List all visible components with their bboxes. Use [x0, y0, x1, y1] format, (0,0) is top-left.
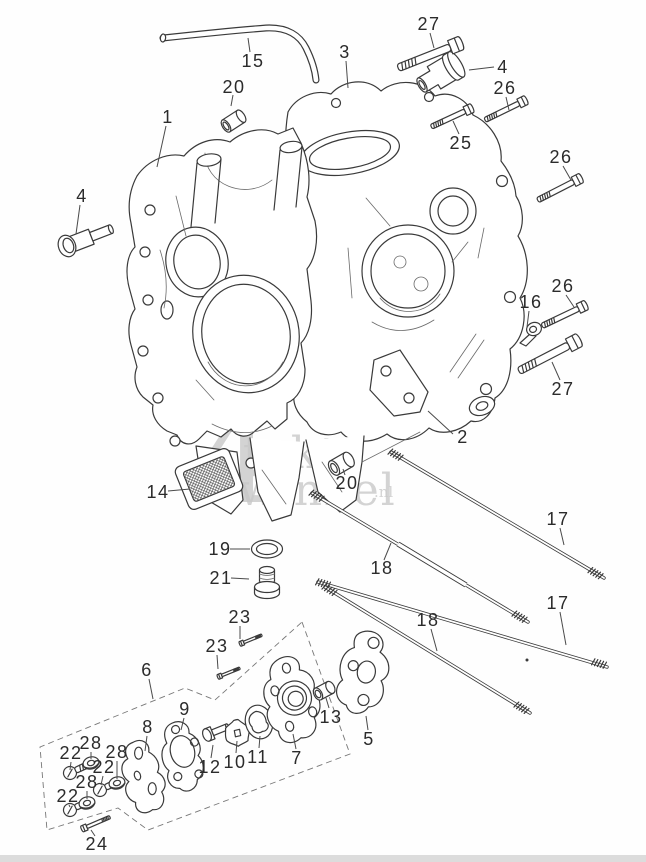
callout-14: 14	[146, 482, 169, 502]
stud-17-upper	[387, 447, 606, 581]
scan-edge-bar	[0, 855, 646, 862]
watermark-nl: .nl	[374, 483, 393, 501]
callout-11: 11	[247, 747, 269, 767]
callout-22-a: 22	[59, 743, 82, 763]
callout-8: 8	[142, 717, 154, 737]
callout-3: 3	[339, 42, 351, 62]
callout-26-c: 26	[551, 276, 574, 296]
callout-4-right: 4	[497, 57, 509, 77]
dowel-pin-20-bottom	[327, 451, 355, 476]
cylinder-spigot-bore	[192, 274, 300, 394]
callout-2: 2	[457, 427, 469, 447]
pump-body-7	[263, 656, 321, 744]
callout-17-upper: 17	[546, 509, 569, 529]
callout-19: 19	[208, 539, 231, 559]
callout-21: 21	[209, 568, 232, 588]
callout-16: 16	[519, 292, 542, 312]
speck	[525, 658, 529, 662]
drain-plug-21	[253, 565, 281, 600]
pump-gasket-9	[161, 721, 204, 792]
pump-group-boundary-6	[39, 621, 351, 831]
crank-bearing-bore	[361, 224, 455, 318]
crankcase-right-half	[278, 81, 528, 513]
callout-18-lower: 18	[416, 610, 439, 630]
breather-tube-15	[159, 24, 320, 84]
callout-27-top: 27	[417, 14, 440, 34]
callout-28-b: 28	[105, 742, 128, 762]
callout-23-upper: 23	[228, 607, 251, 627]
callout-28-a: 28	[79, 733, 102, 753]
callout-15: 15	[241, 51, 264, 71]
dowel-pin-20-top	[220, 109, 247, 133]
callout-4-left: 4	[76, 186, 88, 206]
callout-13: 13	[319, 707, 342, 727]
callout-7: 7	[291, 748, 303, 768]
callout-1: 1	[162, 107, 174, 127]
callout-6: 6	[141, 660, 153, 680]
callout-20-bottom: 20	[335, 473, 358, 493]
callout-18-upper: 18	[370, 558, 393, 578]
callout-12: 12	[198, 757, 221, 777]
callout-23-lower: 23	[205, 636, 228, 656]
callout-22-c: 22	[56, 786, 79, 806]
stud-18-lower	[321, 582, 532, 715]
gasket-5	[336, 630, 390, 714]
callout-28-c: 28	[75, 772, 98, 792]
oil-screen-14	[174, 448, 244, 510]
stud-18-upper	[308, 488, 530, 624]
callouts: 15 20 1 4 27 3 4 26 25 26 26 16 27 2 20 …	[56, 14, 574, 854]
callout-27-bottom: 27	[551, 379, 574, 399]
callout-24: 24	[85, 834, 108, 854]
callout-5: 5	[363, 729, 375, 749]
callout-10: 10	[223, 752, 246, 772]
clamp-16	[519, 321, 542, 347]
crankcase-left-half	[126, 127, 318, 522]
bracket-2	[369, 333, 485, 417]
leader-lines	[68, 32, 575, 837]
callout-9: 9	[179, 699, 191, 719]
o-ring-19	[250, 539, 284, 559]
stud-17-lower	[315, 577, 609, 670]
collar-4-right	[416, 51, 466, 93]
callout-25: 25	[449, 133, 472, 153]
callout-17-lower: 17	[546, 593, 569, 613]
callout-26-b: 26	[549, 147, 572, 167]
socket-bolt-4-left	[57, 224, 114, 258]
callout-22-b: 22	[92, 757, 115, 777]
callout-26-a: 26	[493, 78, 516, 98]
plug-13	[312, 680, 336, 701]
callout-20-top: 20	[222, 77, 245, 97]
pump-cover-8	[121, 739, 166, 814]
